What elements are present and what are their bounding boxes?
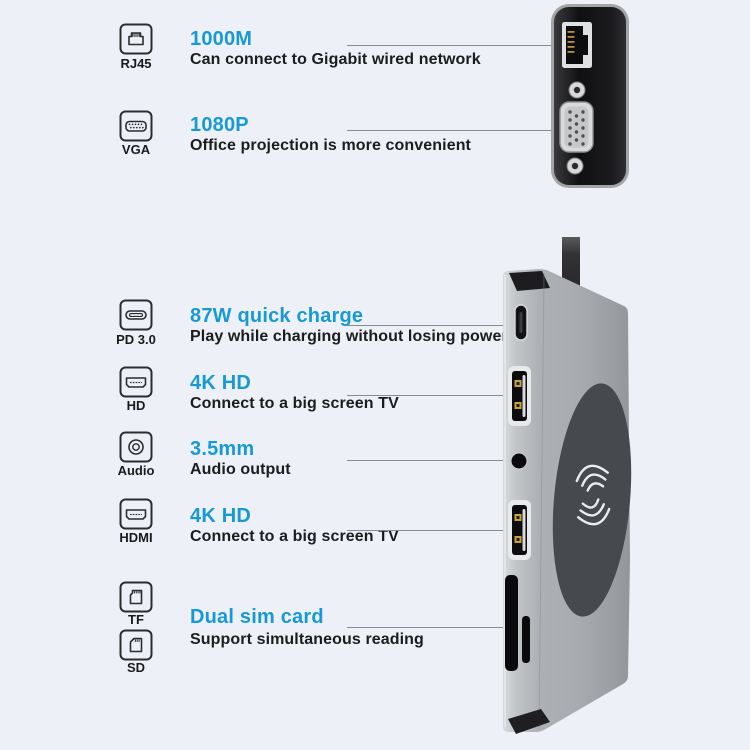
vga-icon — [119, 110, 153, 142]
tf-card-slot — [522, 616, 530, 663]
port-label-rj45: RJ45 — [120, 56, 152, 71]
ethernet-vga-connector-illustration — [551, 4, 629, 188]
screw-hole — [566, 157, 584, 175]
callout-line — [347, 627, 508, 628]
feature-description: Connect to a big screen TV — [190, 528, 399, 545]
callout-line — [347, 395, 503, 396]
feature-description: Office projection is more convenient — [190, 137, 471, 154]
callout-line — [347, 460, 503, 461]
tf-card-icon — [119, 581, 153, 613]
port-label-pd: PD 3.0 — [116, 332, 156, 347]
callout-line — [347, 530, 503, 531]
wireless-charging-pad — [552, 383, 632, 617]
port-label-hd: HD — [126, 398, 146, 413]
rj45-port — [562, 22, 592, 68]
hdmi-icon — [119, 498, 153, 530]
feature-description: Connect to a big screen TV — [190, 395, 399, 412]
feature-description: Audio output — [190, 461, 291, 478]
feature-description: Can connect to Gigabit wired network — [190, 51, 481, 68]
sd-card-slot — [505, 575, 518, 671]
feature-description: Play while charging without losing power — [190, 328, 508, 345]
feature-description: Support simultaneous reading — [190, 631, 424, 648]
hdmi-icon — [119, 366, 153, 398]
hub-edge-line — [538, 272, 545, 730]
card-label-tf: TF — [128, 612, 144, 627]
hub-bottom-face — [508, 709, 550, 734]
screw-hole — [568, 81, 586, 99]
sd-card-icon — [119, 629, 153, 661]
callout-line — [347, 130, 553, 131]
feature-title: 87W quick charge — [190, 305, 364, 327]
feature-title: Dual sim card — [190, 606, 324, 628]
feature-title: 1080P — [190, 114, 249, 136]
audio-jack-port — [510, 452, 528, 470]
usb-c-port — [514, 304, 528, 341]
feature-title: 1000M — [190, 28, 253, 50]
vga-port — [559, 101, 594, 153]
callout-line — [347, 45, 553, 46]
feature-title: 3.5mm — [190, 438, 255, 460]
audio-jack-icon — [119, 431, 153, 463]
hub-top-face — [509, 271, 550, 291]
callout-line — [347, 325, 503, 326]
card-label-sd: SD — [126, 660, 146, 675]
feature-title: 4K HD — [190, 372, 252, 394]
hdmi-port-2 — [508, 500, 531, 560]
port-label-vga: VGA — [121, 142, 151, 157]
port-label-hdmi: HDMI — [119, 530, 153, 545]
rj45-icon — [119, 23, 153, 55]
port-label-audio: Audio — [117, 463, 155, 478]
hdmi-port-1 — [508, 366, 531, 426]
hub-illustration — [503, 237, 632, 734]
wireless-charging-icon — [575, 464, 611, 526]
usb-c-icon — [119, 299, 153, 331]
feature-title: 4K HD — [190, 505, 252, 527]
